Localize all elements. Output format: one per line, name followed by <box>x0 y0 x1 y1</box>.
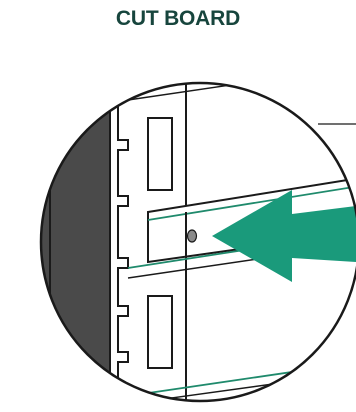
lens-outline <box>39 81 356 403</box>
arrow-left-icon <box>212 190 356 282</box>
board-slot-lower <box>147 295 173 369</box>
board-slot-upper <box>147 117 173 191</box>
figure-title: CUT BOARD <box>115 7 241 30</box>
lens-contents <box>41 83 356 401</box>
screw-hole-icon <box>186 229 198 243</box>
